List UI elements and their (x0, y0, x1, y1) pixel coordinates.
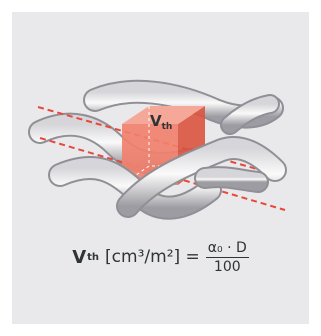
fiber-front (48, 94, 287, 220)
formula-fraction: α₀ · D 100 (205, 239, 249, 275)
fraction-numerator: α₀ · D (207, 239, 247, 256)
fraction-bar (205, 256, 249, 258)
formula-symbol: V (72, 246, 87, 268)
cube-top-face (122, 106, 205, 124)
dashed-line-bottom (39, 137, 286, 211)
formula-subscript: th (87, 251, 100, 263)
cube-label: Vth (150, 112, 172, 132)
fraction-denominator: 100 (213, 258, 241, 275)
formula-units: [cm³/m²] = (105, 247, 200, 267)
